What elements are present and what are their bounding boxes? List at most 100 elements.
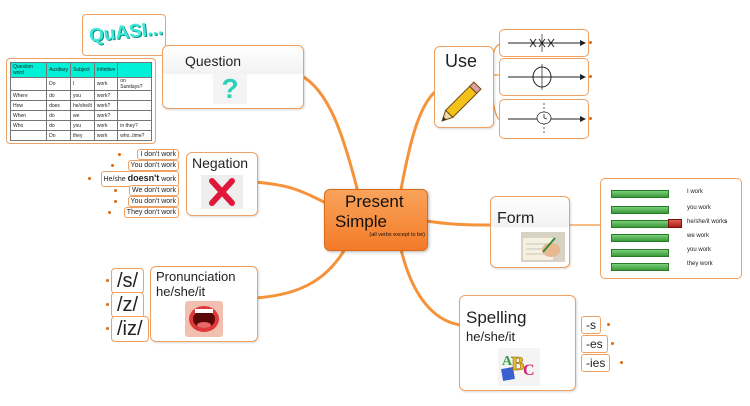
form-label: Form	[497, 210, 535, 227]
bullet-dot	[607, 323, 610, 326]
table-cell: Do	[46, 130, 71, 141]
question-label: Question	[185, 53, 242, 69]
quasi-logo-text: QuASI...	[88, 18, 164, 47]
table-cell: does	[46, 100, 71, 111]
use-timeline-1	[499, 29, 589, 57]
form-row-6: they work	[687, 261, 713, 267]
pronunciation-node[interactable]: Pronunciation he/she/it	[150, 266, 258, 342]
th-question-word: Question word	[9, 62, 48, 78]
center-title-line1: Present	[345, 192, 404, 211]
spelling-label: Spelling	[466, 308, 527, 327]
negation-item-2: You don't work	[127, 160, 179, 171]
form-row-2: you work	[687, 205, 712, 211]
form-title-bar	[491, 197, 569, 227]
bullet-dot	[114, 200, 117, 203]
timetable-clock-timeline-icon	[508, 103, 586, 135]
table-cell	[9, 77, 48, 91]
negation-label: Negation	[192, 155, 249, 171]
question-title-bar	[163, 46, 303, 74]
negation-item-4: We don't work	[128, 185, 179, 196]
th-auxiliary: Auxiliary	[46, 62, 71, 78]
pencil-icon	[439, 75, 489, 123]
table-cell: Who	[9, 120, 48, 131]
negation-item-text: You don't work	[130, 198, 176, 205]
negation-node[interactable]: Negation	[186, 152, 258, 216]
form-row-5: you work	[687, 247, 712, 253]
bullet-dot	[111, 164, 114, 167]
table-cell: work?	[93, 90, 119, 101]
negation-item-text: He/she	[103, 176, 128, 183]
bullet-dot	[88, 177, 91, 180]
table-cell	[117, 100, 152, 111]
bullet-dot	[108, 211, 111, 214]
form-row-1: I work	[687, 189, 704, 195]
center-node[interactable]: Present Simple (all verbs except to be)	[324, 189, 428, 251]
bullet-dot	[106, 303, 109, 306]
svg-text:B: B	[511, 353, 524, 375]
negation-item-6: They don't work	[123, 207, 179, 218]
red-x-icon	[201, 175, 243, 209]
form-table-box: I work you work he/she/it works we work …	[600, 178, 742, 279]
center-note: (all verbs except to be)	[369, 232, 425, 238]
use-node[interactable]: Use	[434, 46, 494, 128]
table-cell: we	[70, 110, 95, 121]
pronunciation-item-z: /z/	[111, 292, 145, 318]
question-table-header: Question word Auxiliary Subject Infiniti…	[9, 62, 152, 78]
question-table-box: Question word Auxiliary Subject Infiniti…	[6, 58, 156, 144]
bullet-dot	[589, 117, 592, 120]
table-cell	[9, 130, 48, 141]
form-bar	[611, 206, 669, 214]
spelling-item-text: -es	[586, 337, 603, 351]
spelling-item-ies: -ies	[581, 354, 611, 372]
bullet-dot	[118, 153, 121, 156]
negation-item-1: I don't work	[137, 149, 179, 160]
question-mark-icon: ?	[213, 74, 247, 104]
center-title-line2: Simple	[335, 212, 387, 231]
use-timeline-3	[499, 99, 589, 139]
th-infinitive: Infinitive	[93, 62, 119, 78]
negation-item-text: They don't work	[126, 209, 176, 216]
table-cell: work	[93, 77, 119, 91]
table-cell: Do	[46, 77, 71, 91]
negation-item-text: We don't work	[131, 187, 176, 194]
present-state-timeline-icon	[508, 64, 586, 90]
table-cell: he/she/it	[70, 100, 95, 111]
bullet-dot	[620, 361, 623, 364]
table-cell: work?	[93, 100, 119, 111]
negation-item-5: You don't work	[127, 196, 179, 207]
branch-use	[398, 86, 442, 197]
pronunciation-item-iz: /iz/	[111, 316, 149, 342]
table-cell	[117, 90, 152, 101]
branch-form	[418, 218, 492, 227]
use-timeline-2	[499, 58, 589, 96]
negation-item-bold: doesn't	[127, 173, 160, 183]
quasi-logo-box: QuASI...	[82, 14, 166, 56]
table-cell: work?	[93, 110, 119, 121]
writing-hand-icon	[521, 232, 565, 262]
form-bar	[611, 234, 669, 242]
table-cell: in they?	[117, 120, 152, 131]
branch-question	[298, 73, 362, 202]
table-cell: you	[70, 90, 95, 101]
form-node[interactable]: Form	[490, 196, 570, 268]
pronunciation-sublabel: he/she/it	[156, 284, 206, 299]
table-cell: do	[46, 120, 71, 131]
negation-item-text: work	[159, 176, 176, 183]
table-cell: I	[70, 77, 95, 91]
mouth-icon	[185, 301, 223, 337]
question-node[interactable]: Question ?	[162, 45, 304, 109]
negation-item-text: I don't work	[140, 151, 176, 158]
table-cell: work	[93, 130, 119, 141]
pronunciation-item-text: /z/	[117, 294, 139, 316]
form-bar-highlight	[611, 220, 669, 228]
table-cell: on Sundays?	[117, 77, 152, 91]
table-cell: How	[9, 100, 48, 111]
form-row-3: he/she/it works	[687, 219, 727, 225]
pronunciation-item-text: /s/	[117, 270, 139, 292]
